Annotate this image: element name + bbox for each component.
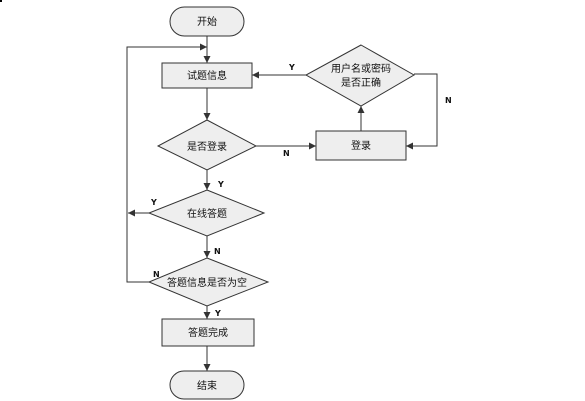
node-answer-done: 答题完成 — [161, 318, 255, 347]
node-credentials-label-2: 是否正确 — [341, 76, 381, 89]
connectors — [126, 36, 438, 371]
node-view-questions-label: 试题信息 — [187, 69, 227, 82]
node-end: 结束 — [169, 370, 245, 400]
node-answer-online: 在线答题 — [147, 189, 266, 237]
node-end-label: 结束 — [197, 379, 217, 392]
node-answer-empty-label: 答题信息是否为空 — [167, 276, 247, 289]
node-login: 登录 — [315, 130, 407, 161]
node-answer-online-label: 在线答题 — [187, 207, 227, 220]
label-logged-in-yes: Y — [217, 180, 224, 189]
node-answer-done-label: 答题完成 — [188, 326, 228, 339]
label-answer-empty-yes: Y — [214, 309, 221, 318]
node-login-label: 登录 — [351, 139, 371, 152]
label-credentials-yes: Y — [288, 63, 295, 72]
node-is-logged-in: 是否登录 — [156, 119, 258, 171]
corner-mark — [0, 0, 2, 2]
edge-credentials-to-login — [406, 73, 438, 150]
edge-labels: N Y N Y Y N N Y — [150, 63, 452, 318]
label-answer-empty-no: N — [153, 270, 160, 279]
node-view-questions: 试题信息 — [161, 62, 253, 89]
label-answer-online-no: N — [214, 247, 221, 256]
node-credentials-label-1: 用户名或密码 — [331, 62, 391, 75]
label-answer-online-yes: Y — [150, 198, 157, 207]
node-credentials-check: 用户名或密码 是否正确 — [304, 44, 416, 107]
node-answer-empty-check: 答题信息是否为空 — [147, 257, 270, 307]
node-start-label: 开始 — [197, 15, 217, 28]
edge-empty-check-loop — [126, 43, 207, 283]
node-start: 开始 — [169, 6, 245, 37]
label-credentials-no: N — [445, 96, 452, 105]
node-is-logged-in-label: 是否登录 — [187, 140, 227, 153]
label-logged-in-no: N — [283, 149, 290, 158]
